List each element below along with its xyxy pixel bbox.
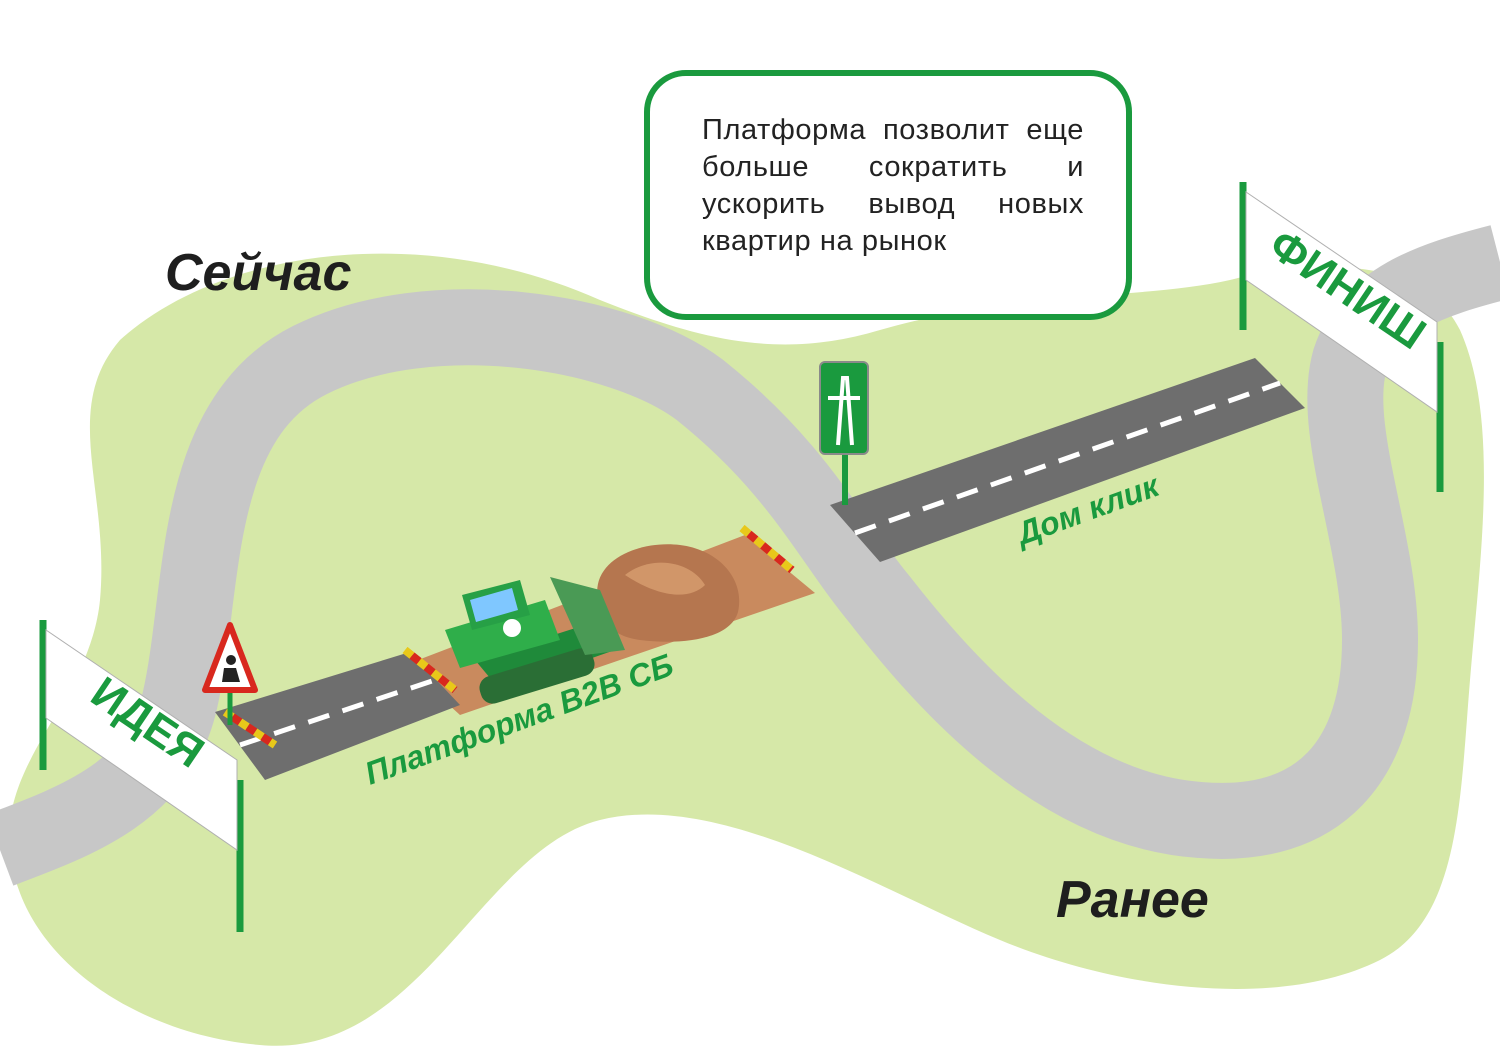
road-works-sign-icon (202, 622, 258, 725)
label-before: Ранее (1056, 871, 1209, 929)
winding-road (0, 225, 1500, 886)
label-now: Сейчас (165, 244, 352, 302)
bulldozer-icon (445, 577, 625, 704)
info-callout: Платформа позволит еще больше сократить … (644, 70, 1132, 320)
barrier-icon (222, 524, 795, 749)
road-center-dash (854, 380, 1281, 536)
callout-text: Платформа позволит еще больше сократить … (702, 114, 1084, 257)
asphalt-road-start (215, 652, 460, 780)
dirt-pile-icon (597, 544, 740, 642)
highway-sign-icon (819, 361, 869, 505)
